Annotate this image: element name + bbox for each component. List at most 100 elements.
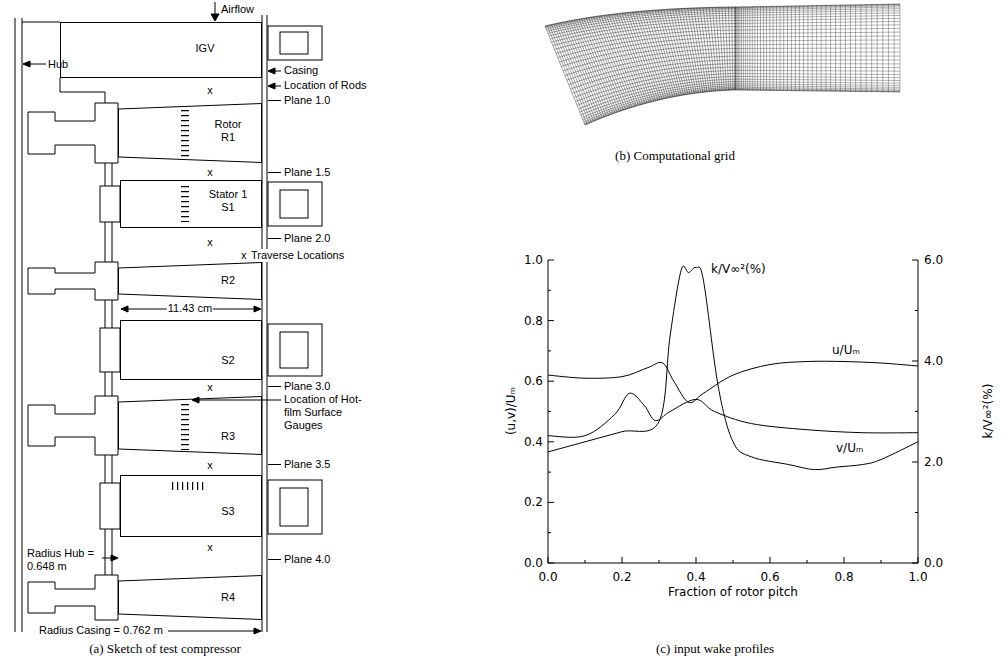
blade-outline [118,262,262,300]
grid-line [735,4,900,7]
rotor-row: R3 [118,396,262,455]
blade-outline [119,104,262,163]
tick-label: 0.0 [924,556,943,570]
vane-mount [268,480,322,534]
grid-line [735,90,900,92]
tick-label: 0.2 [524,495,543,509]
axis-tick [915,512,918,513]
flow-label: Airflow [221,3,254,16]
grid-line [576,70,736,101]
axis-tick [548,563,554,564]
axis-tick [844,557,845,563]
vane-mount [280,488,308,526]
grid-line [552,21,736,43]
traverse-mark: x [207,84,213,97]
grid-line [548,13,735,33]
grid-line [735,59,900,60]
arrow-head [268,83,275,89]
grid-line [735,70,900,72]
stator-row: S2 [120,320,262,380]
drum-line [60,78,105,103]
axis-tick [912,361,918,362]
grid-line [735,77,900,78]
axis-tick [548,557,549,563]
plane-marker [268,386,281,387]
blade-outline [121,476,262,537]
gauge-array [181,110,189,160]
axis-tick [548,441,554,442]
key-text: Traverse Locations [250,249,345,262]
blade-outline [119,397,262,455]
casing-line [267,15,268,632]
axis-tick [912,260,918,261]
axis-tick [548,472,551,473]
dimension: Radius Casing = 0.762 m [38,624,164,637]
axis-tick [548,320,554,321]
guide-vane-row: IGV [60,22,262,78]
plane-label: Plane 4.0 [284,553,330,566]
axis-tick [622,557,623,563]
arrow-head [121,306,128,312]
panel-caption: (c) input wake profiles [656,641,774,657]
grid-line [735,56,900,57]
arrow-head [23,61,30,67]
part-name: Casing [284,64,318,77]
tick-label: 0.0 [524,556,543,570]
panel-caption: (b) Computational grid [615,148,735,164]
computational-grid [545,4,900,125]
axis-tick [733,560,734,563]
axis-tick [548,350,551,351]
axis-tick [585,560,586,563]
arrow-head [268,68,275,74]
leader-line [28,64,46,65]
grid-line [582,84,735,118]
axis-title: k/V∞²(%) [981,384,995,439]
gauge-array [181,404,189,450]
grid-line [580,79,735,112]
row-label: R2 [213,274,243,287]
u-curve [548,361,918,403]
blade-outline [119,576,262,620]
grid-line [545,8,735,27]
axis-tick [548,381,554,382]
rotor-disk [28,396,118,455]
vane-mount [268,26,322,60]
panel-caption: (a) Sketch of test compressor [89,641,241,657]
row-label: R4 [213,591,243,604]
blade-outline [118,103,262,163]
row-label: Stator 1 S1 [204,188,252,214]
traverse-mark: x [240,249,248,262]
grid-line [553,24,735,46]
arrow-head [254,306,261,312]
leader-line [168,631,256,632]
axis-tick [548,532,551,533]
arrow-head [254,628,261,634]
gauge-array [172,482,206,490]
grid-line [735,11,900,14]
blade-outline [61,23,262,78]
axis-ticks [548,260,918,563]
tick-label: 0.8 [524,313,543,327]
axis-tick [548,260,554,261]
grid-line [735,16,900,18]
grid-line [735,48,900,50]
part-name: Location of Rods [284,79,367,92]
traverse-mark: x [207,166,213,179]
tick-label: 2.0 [924,455,943,469]
grid-line [735,86,900,88]
grid-line [546,9,735,28]
plane-marker [268,464,281,465]
dimension: Radius Hub = 0.648 m [26,547,100,573]
axis-tick [548,290,551,291]
grid-line [735,28,900,30]
row-label: S2 [213,354,243,367]
grid-line [735,40,900,41]
grid-line [735,82,900,84]
plane-label: Plane 3.0 [284,380,330,393]
hub-inlet [22,22,60,23]
rotor-row: R4 [118,575,262,620]
hub-line [15,18,16,632]
stator-shroud [100,483,120,529]
tick-label: 1.0 [524,253,543,267]
